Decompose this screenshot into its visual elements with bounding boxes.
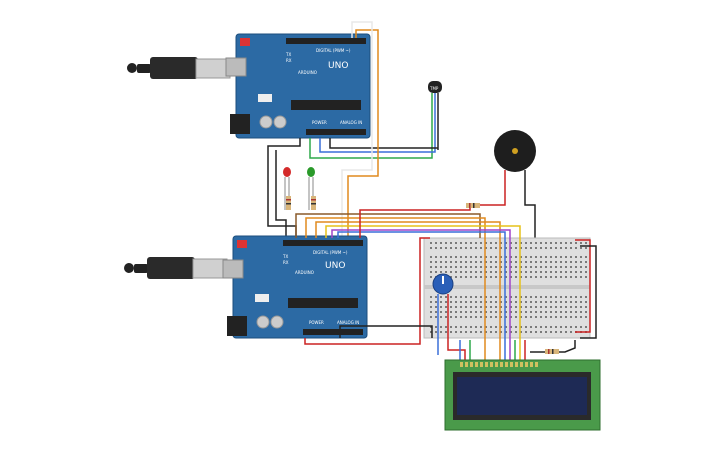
board-2-digital-label: DIGITAL (PWM ~) [313,250,348,255]
breadboard[interactable] [423,237,591,339]
resistor-buzzer[interactable] [466,203,480,208]
resistor-green-led[interactable] [311,196,316,210]
arduino-uno-2[interactable]: DIGITAL (PWM ~) UNO ARDUINO POWER ANALOG… [222,235,368,339]
tmp-sensor-label: TMP [429,86,439,91]
ground-wires [267,138,301,238]
board-2-rx: RX [283,260,289,265]
reset-button[interactable] [240,38,250,46]
board-1-brand: ARDUINO [298,70,317,75]
potentiometer[interactable] [432,273,454,295]
lcd-screen [457,377,587,415]
arduino-uno-1[interactable]: DIGITAL (PWM ~) UNO ARDUINO POWER ANALOG… [225,33,371,139]
board-1-analog-label: ANALOG IN [340,120,362,125]
piezo-buzzer[interactable] [480,130,536,240]
board-1-power-label: POWER [312,120,327,125]
signal-wires [295,205,597,360]
usb-port [225,57,247,77]
analog-header [306,129,366,135]
red-led[interactable] [283,167,291,210]
resistor-backlight[interactable] [545,349,559,354]
resistor-red-led[interactable] [286,196,291,210]
usb-cable-1[interactable] [127,57,231,79]
board-2-tx: TX [282,254,288,259]
sensor-wires [309,21,438,238]
breadboard-holes [430,242,587,333]
board-1-model: UNO [328,61,348,71]
board-2-model: UNO [325,261,345,271]
power-jack [230,114,250,134]
atmega-chip [291,100,361,110]
lcd-16x2[interactable] [444,359,601,431]
tmp-sensor[interactable]: TMP [428,81,442,150]
usb-cable-2[interactable] [124,257,228,279]
digital-header [286,38,366,44]
board-2-brand: ARDUINO [295,270,314,275]
board-1-tx: TX [285,52,291,57]
board-2-power-label: POWER [309,320,324,325]
lcd-pins [460,362,538,367]
board-1-rx: RX [286,58,292,63]
board-2-analog-label: ANALOG IN [337,320,359,325]
board-1-digital-label: DIGITAL (PWM ~) [316,48,351,53]
